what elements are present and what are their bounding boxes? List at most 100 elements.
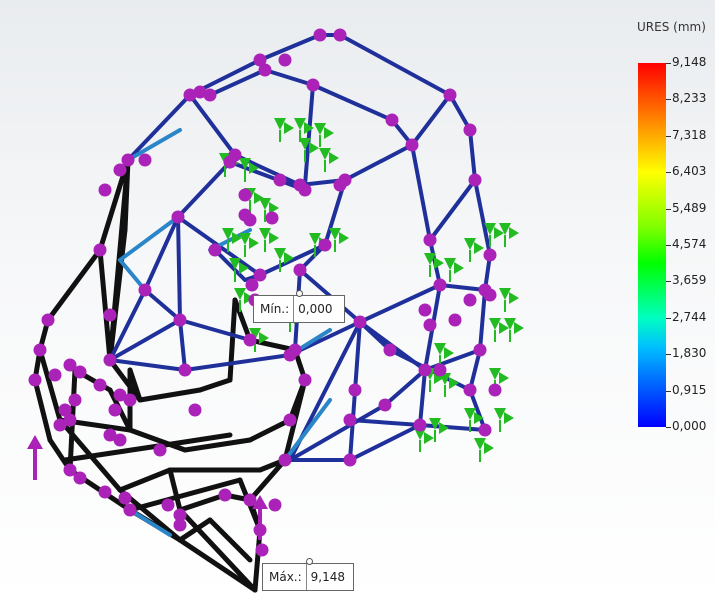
fixture-arrow (464, 238, 484, 262)
joint-node (343, 413, 357, 427)
max-probe[interactable]: Máx.: 9,148 (262, 563, 354, 591)
joint-node (161, 498, 175, 512)
fixture-arrow (314, 123, 334, 147)
joint-node (63, 463, 77, 477)
joint-node (418, 303, 432, 317)
joint-node (138, 283, 152, 297)
fixture-arrow (499, 223, 519, 247)
joint-node (463, 123, 477, 137)
frame-tube (176, 160, 232, 219)
joint-node (93, 243, 107, 257)
frame-joints (28, 28, 502, 557)
frame-tube (208, 68, 267, 97)
joint-node (253, 53, 267, 67)
joint-node (243, 493, 257, 507)
frame-tube (303, 83, 315, 187)
joint-node (273, 173, 287, 187)
fixture-arrow (239, 233, 259, 257)
joint-node (243, 333, 257, 347)
joint-node (463, 383, 477, 397)
frame-tube (473, 178, 492, 257)
min-probe-value: 0,000 (293, 296, 342, 322)
joint-node (171, 210, 185, 224)
joint-node (113, 163, 127, 177)
chassis-tube (177, 492, 228, 513)
min-probe-handle[interactable] (296, 290, 303, 297)
joint-node (385, 113, 399, 127)
joint-node (41, 313, 55, 327)
joint-node (258, 63, 272, 77)
joint-node (28, 373, 42, 387)
frame-tube (288, 403, 387, 462)
frame-tube (348, 423, 422, 462)
joint-node (483, 288, 497, 302)
joint-node (423, 233, 437, 247)
joint-node (121, 153, 135, 167)
joint-node (433, 278, 447, 292)
joint-node (313, 28, 327, 42)
frame-tube (358, 283, 442, 324)
chassis-tube (247, 417, 293, 443)
joint-node (103, 353, 117, 367)
joint-node (333, 178, 347, 192)
joint-node (413, 418, 427, 432)
frame-tube (108, 358, 187, 372)
frame-tube (468, 388, 487, 432)
chassis-tube (97, 247, 113, 363)
fixture-arrow (494, 408, 514, 432)
joint-node (138, 153, 152, 167)
fixture-arrow (464, 408, 484, 432)
legend-tick-label: 8,233 (672, 91, 707, 106)
joint-node (298, 183, 312, 197)
frame-tube (423, 348, 482, 372)
joint-node (278, 53, 292, 67)
legend-tick (666, 427, 671, 428)
legend-tick-label: 9,148 (672, 55, 707, 69)
min-probe-label: Mín.: (260, 302, 290, 316)
chassis-tube (167, 467, 183, 513)
frame-tube (258, 33, 322, 62)
fixture-arrow (274, 248, 294, 272)
legend-tick (666, 208, 671, 210)
color-scale-bar (638, 63, 666, 427)
joint-node (378, 398, 392, 412)
joint-node (113, 433, 127, 447)
joint-node (173, 518, 187, 532)
fixture-arrow (474, 438, 494, 462)
frame-tube (143, 215, 180, 292)
fixture-arrow (429, 418, 449, 442)
joint-node (238, 188, 252, 202)
chassis-tube (177, 507, 258, 593)
chassis-tube (197, 377, 233, 393)
frame-tube (418, 368, 427, 427)
fixture-arrow (499, 288, 519, 312)
frame-tube (228, 160, 307, 192)
max-probe-handle[interactable] (306, 558, 313, 565)
legend-tick-label: 4,574 (672, 237, 707, 251)
min-probe[interactable]: Mín.: 0,000 (253, 295, 345, 323)
chassis-tube (37, 347, 63, 423)
joint-node (478, 423, 492, 437)
joint-node (178, 363, 192, 377)
legend-tick (666, 354, 671, 356)
joint-node (33, 343, 47, 357)
joint-node (255, 543, 269, 557)
frame-tube (311, 83, 394, 122)
legend-tick (666, 317, 671, 319)
joint-node (153, 443, 167, 457)
legend-tick (666, 281, 671, 283)
joint-node (245, 278, 259, 292)
frame-tube (468, 128, 477, 182)
joint-node (68, 393, 82, 407)
joint-node (193, 85, 207, 99)
frame-tube (108, 288, 147, 362)
joint-node (423, 318, 437, 332)
joint-node (53, 418, 67, 432)
joint-node (48, 368, 62, 382)
frame-tube (338, 33, 452, 97)
fixture-arrow (259, 198, 279, 222)
legend-tick-label: 3,659 (672, 273, 707, 288)
joint-node (203, 88, 217, 102)
joint-node (268, 498, 282, 512)
